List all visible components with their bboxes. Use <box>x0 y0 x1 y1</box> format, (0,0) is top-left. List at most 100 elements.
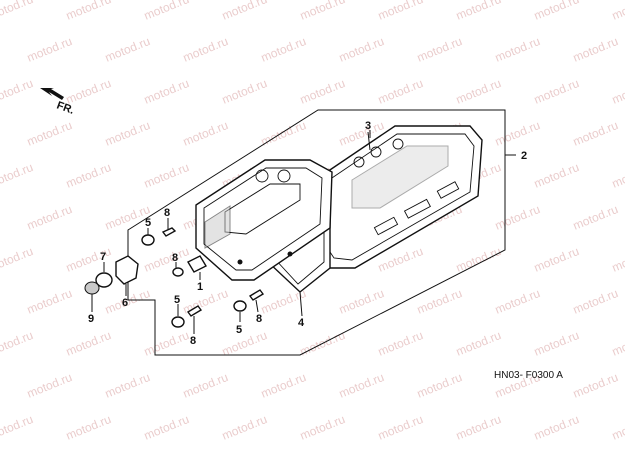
watermark-text: motod.ru <box>571 118 620 149</box>
leader-lines <box>91 131 371 334</box>
watermark-text: motod.ru <box>571 202 620 233</box>
screw-8d <box>248 289 265 301</box>
callout-5-upper: 5 <box>145 217 151 229</box>
watermark-text: motod.ru <box>415 34 464 65</box>
watermark-text: motod.ru <box>415 286 464 317</box>
watermark-text: motod.ru <box>25 202 74 233</box>
callout-7: 7 <box>100 251 106 263</box>
watermark-text: motod.ru <box>571 370 620 401</box>
watermark-text: motod.ru <box>454 0 503 23</box>
watermark-text: motod.ru <box>337 34 386 65</box>
direction-label: FR. <box>55 100 76 117</box>
watermark-text: motod.ru <box>298 412 347 443</box>
watermark-text: motod.ru <box>103 34 152 65</box>
watermark-text: motod.ru <box>532 76 581 107</box>
callout-9: 9 <box>88 313 94 325</box>
watermark-text: motod.ru <box>142 412 191 443</box>
watermark-text: motod.ru <box>454 244 503 275</box>
fasteners <box>84 227 265 328</box>
watermark-text: motod.ru <box>181 118 230 149</box>
watermark-text: motod.ru <box>25 34 74 65</box>
watermark-text: motod.ru <box>0 160 35 191</box>
cap-9 <box>84 281 100 295</box>
watermark-text: motod.ru <box>142 0 191 23</box>
screw-8a <box>161 227 177 237</box>
meter-case <box>195 159 333 281</box>
screw-8c <box>186 305 203 317</box>
watermark-text: motod.ru <box>220 412 269 443</box>
front-direction-indicator: FR. <box>40 88 76 117</box>
watermark-text: motod.ru <box>493 34 542 65</box>
watermark-text: motod.ru <box>25 370 74 401</box>
callout-8-mid: 8 <box>172 252 178 264</box>
watermark-text: motod.ru <box>610 328 625 359</box>
watermark-text: motod.ru <box>337 370 386 401</box>
watermark-text: motod.ru <box>142 328 191 359</box>
grommet-8b <box>172 267 184 277</box>
watermark-text: motod.ru <box>298 0 347 23</box>
watermark-text: motod.ru <box>64 76 113 107</box>
diagram-code: HN03- F0300 A <box>494 370 563 381</box>
assembly-outline <box>127 109 516 356</box>
watermark-text: motod.ru <box>0 328 35 359</box>
bulb-socket <box>187 255 207 273</box>
watermark-text: motod.ru <box>493 286 542 317</box>
watermark-text: motod.ru <box>220 328 269 359</box>
callout-5-right: 5 <box>236 324 242 336</box>
watermark-text: motod.ru <box>610 76 625 107</box>
watermark-text: motod.ru <box>25 286 74 317</box>
watermark-text: motod.ru <box>64 0 113 23</box>
callout-1: 1 <box>197 281 203 293</box>
callout-8-lower: 8 <box>190 335 196 347</box>
watermark-text: motod.ru <box>454 328 503 359</box>
watermark-text: motod.ru <box>181 34 230 65</box>
watermark-text: motod.ru <box>532 0 581 23</box>
watermark-text: motod.ru <box>610 160 625 191</box>
watermark-text: motod.ru <box>220 76 269 107</box>
callout-3: 3 <box>365 120 371 132</box>
watermark-text: motod.ru <box>376 0 425 23</box>
callout-8-upper: 8 <box>164 207 170 219</box>
watermark-text: motod.ru <box>376 412 425 443</box>
watermark-text: motod.ru <box>259 118 308 149</box>
watermark-text: motod.ru <box>259 370 308 401</box>
watermark-text: motod.ru <box>181 370 230 401</box>
watermark-text: motod.ru <box>142 76 191 107</box>
callout-8-right: 8 <box>256 313 262 325</box>
watermark-text: motod.ru <box>454 76 503 107</box>
watermark-text: motod.ru <box>532 160 581 191</box>
watermark-text: motod.ru <box>610 412 625 443</box>
grommet-5a <box>141 234 155 246</box>
watermark-text: motod.ru <box>103 370 152 401</box>
callout-5-lower: 5 <box>174 294 180 306</box>
watermark-text: motod.ru <box>571 286 620 317</box>
watermark-text: motod.ru <box>0 76 35 107</box>
watermark-text: motod.ru <box>610 0 625 23</box>
watermark-text: motod.ru <box>64 412 113 443</box>
watermark-text: motod.ru <box>532 412 581 443</box>
watermark-text: motod.ru <box>376 328 425 359</box>
watermark-text: motod.ru <box>532 328 581 359</box>
watermark-text: motod.ru <box>454 412 503 443</box>
watermark-text: motod.ru <box>103 118 152 149</box>
callout-6: 6 <box>122 297 128 309</box>
grommet-5b <box>171 316 185 328</box>
watermark-text: motod.ru <box>415 370 464 401</box>
watermark-text: motod.ru <box>337 286 386 317</box>
watermark-text: motod.ru <box>298 76 347 107</box>
watermark-text: motod.ru <box>493 202 542 233</box>
watermark-text: motod.ru <box>64 328 113 359</box>
washer-7 <box>95 272 113 288</box>
grommet-5c <box>233 300 247 312</box>
watermark-text: motod.ru <box>571 34 620 65</box>
callouts: 2 3 4 5 5 5 6 7 8 8 8 8 9 1 <box>88 120 527 347</box>
callout-4: 4 <box>298 317 305 329</box>
watermark-text: motod.ru <box>0 412 35 443</box>
watermark-text: motod.ru <box>0 244 35 275</box>
callout-2: 2 <box>521 150 527 162</box>
collar-6 <box>115 255 139 285</box>
watermark-text: motod.ru <box>376 76 425 107</box>
watermark-text: motod.ru <box>493 118 542 149</box>
